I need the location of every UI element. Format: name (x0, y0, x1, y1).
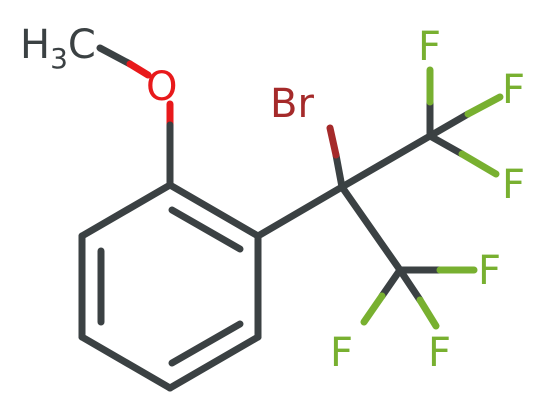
bond-cf3t-f3 (458, 150, 500, 178)
bromine-label: Br (270, 81, 314, 127)
bond-cf3b-f3 (416, 296, 440, 330)
bond-cf3t-f2 (464, 93, 504, 118)
bond-cq-br (326, 124, 340, 159)
bond-cf3b-f2-c (378, 266, 404, 300)
bond-cq-cf3-bottom (338, 183, 404, 274)
bond-cq-br-c (332, 151, 346, 191)
bond-cf3t-f2-c (426, 110, 472, 140)
fluorine-label-3: F (502, 162, 525, 208)
ring-double-1 (168, 206, 244, 253)
fluorine-label-1: F (418, 24, 441, 70)
ring-bond-1 (78, 181, 174, 240)
bond-cf3t-f3-c (426, 132, 466, 158)
bond-methyl-o (126, 60, 152, 79)
fluorine-label-2: F (502, 67, 525, 113)
bond-cq-cf3-top (338, 132, 434, 191)
methyl-label: H3C (20, 22, 96, 75)
bond-cf3b-f2 (360, 292, 386, 326)
oxygen-label: O (146, 64, 177, 110)
bond-methyl-c (96, 44, 134, 68)
fluorine-label-5: F (330, 330, 353, 376)
ring-double-3 (168, 320, 244, 367)
fluorine-label-4: F (478, 248, 501, 294)
fluorine-label-6: F (428, 330, 451, 376)
ring-bond-4 (166, 333, 262, 392)
bond-ring-cq (254, 183, 346, 240)
ring-bond-3 (78, 333, 174, 392)
bond-cf3b-f3-c (396, 266, 424, 304)
ring-bond-6 (166, 181, 262, 240)
